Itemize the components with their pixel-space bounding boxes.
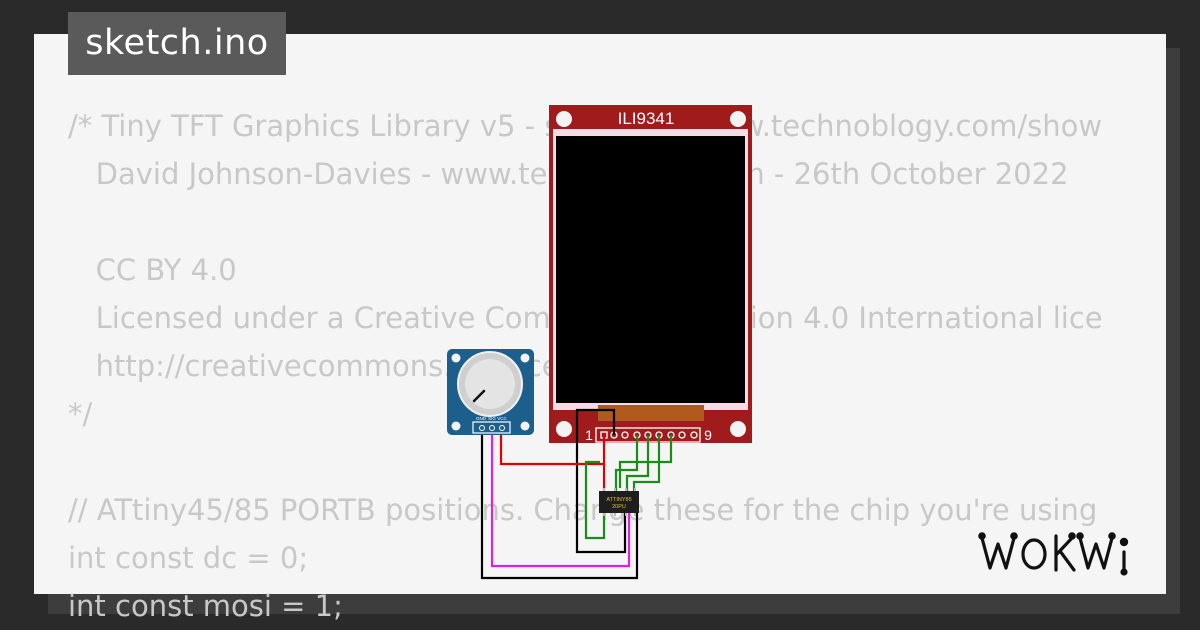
pot-pin-vcc	[499, 425, 505, 431]
chip-body	[599, 491, 639, 513]
code-line-11: int const mosi = 1;	[68, 589, 343, 623]
code-line-10: int const dc = 0;	[68, 541, 309, 575]
wire-magenta-sig[interactable]	[490, 428, 631, 568]
wire-green-2[interactable]	[625, 435, 650, 492]
mount-hole-icon	[451, 421, 461, 431]
mount-hole-icon	[520, 421, 530, 431]
pot-pin-sig	[489, 425, 495, 431]
mount-hole-icon	[556, 421, 572, 437]
pot-header	[472, 421, 511, 434]
pot-indicator	[472, 389, 486, 403]
potentiometer[interactable]: GND SIG VCC	[447, 349, 534, 435]
wire-black-pot[interactable]	[480, 428, 639, 580]
chip-label-1: ATTINY85	[606, 497, 631, 503]
wire-black-gnd[interactable]	[575, 408, 627, 554]
wire-green-3[interactable]	[632, 435, 661, 492]
code-line-4: CC BY 4.0	[68, 253, 237, 287]
file-tab[interactable]: sketch.ino	[68, 12, 286, 75]
code-line-7: */	[68, 397, 93, 431]
wires	[480, 408, 673, 580]
mount-hole-icon	[730, 421, 746, 437]
display-label: ILI9341	[618, 109, 675, 128]
mount-hole-icon	[730, 111, 746, 127]
wire-green-1[interactable]	[614, 435, 639, 492]
pot-pin-label-vcc: VCC	[497, 416, 507, 421]
pot-knob-face	[465, 359, 515, 409]
chip-label-2: 20PU	[612, 504, 626, 510]
mount-hole-icon	[520, 353, 530, 363]
pot-pin-label-sig: SIG	[488, 416, 496, 421]
display-pin-first: 1	[585, 427, 593, 443]
wire-red-vcc[interactable]	[499, 428, 606, 466]
pot-pin-label-gnd: GND	[476, 416, 487, 421]
mount-hole-icon	[556, 111, 572, 127]
attiny85-chip[interactable]: ATTINY85 20PU	[599, 488, 639, 516]
display-screen	[556, 136, 745, 403]
display-flex-cable	[598, 405, 704, 421]
wokwi-logo	[978, 532, 1129, 576]
wire-green-5[interactable]	[584, 460, 606, 540]
mount-hole-icon	[451, 353, 461, 363]
pot-pin-gnd	[479, 425, 485, 431]
wire-green-4[interactable]	[618, 435, 673, 488]
ili9341-display[interactable]: ILI9341 1 9	[549, 105, 752, 443]
display-pin-last: 9	[704, 427, 712, 443]
